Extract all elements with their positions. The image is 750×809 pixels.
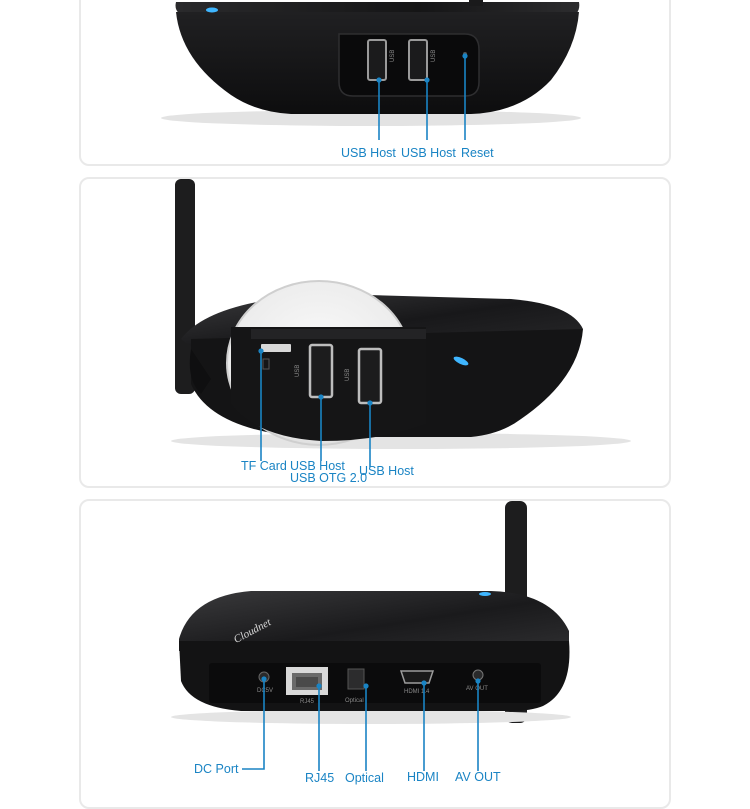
product-panel-usb-side: USB USB USB Host USB Host Reset: [79, 0, 671, 166]
led-indicator: [453, 356, 469, 366]
svg-text:USB: USB: [345, 369, 351, 381]
usb-otg-port: [308, 343, 334, 399]
usb-host-label-right: USB Host: [359, 464, 414, 478]
hdmi-text: HDMI 1.4: [404, 689, 430, 695]
usb-otg-label: USB OTG 2.0: [290, 471, 368, 485]
device-illustration-side: USB USB: [171, 179, 631, 467]
dc5v-text: DC5V: [257, 688, 273, 694]
hdmi-label: HDMI: [407, 770, 439, 784]
svg-text:USB: USB: [295, 365, 301, 377]
product-panel-back-ports: Cloudnet DC5V RJ45 Optical HDMI 1.4 AV O…: [79, 499, 671, 809]
usb-host-label: USB Host: [290, 459, 345, 473]
tf-card-label: TF Card: [241, 459, 287, 473]
dc-port-label: DC Port: [194, 762, 239, 776]
rj45-label: RJ45: [305, 771, 335, 785]
reset-label: Reset: [461, 146, 494, 160]
rj45-text: RJ45: [300, 699, 315, 705]
av-out-label: AV OUT: [455, 770, 501, 784]
hdmi-port: [399, 670, 435, 684]
svg-text:USB: USB: [431, 50, 437, 62]
usb-host-label-1: USB Host: [341, 146, 396, 160]
optical-text: Optical: [345, 698, 364, 704]
optical-port: [347, 668, 365, 690]
usb-port-2: [408, 39, 428, 81]
device-illustration-top: USB USB: [161, 0, 581, 140]
led-indicator: [206, 7, 218, 13]
usb-port-1: [367, 39, 387, 81]
usb-host-label-2: USB Host: [401, 146, 456, 160]
usb-host-port: [357, 347, 383, 405]
device-illustration-back: Cloudnet DC5V RJ45 Optical HDMI 1.4 AV O…: [171, 501, 571, 771]
tf-card-slot: [261, 344, 291, 352]
led-indicator: [479, 592, 491, 596]
product-panel-side-ports: USB USB TF Card USB Host USB OTG 2.0 USB…: [79, 177, 671, 488]
svg-text:USB: USB: [390, 50, 396, 62]
optical-label: Optical: [345, 771, 384, 785]
av-out-text: AV OUT: [466, 686, 488, 692]
